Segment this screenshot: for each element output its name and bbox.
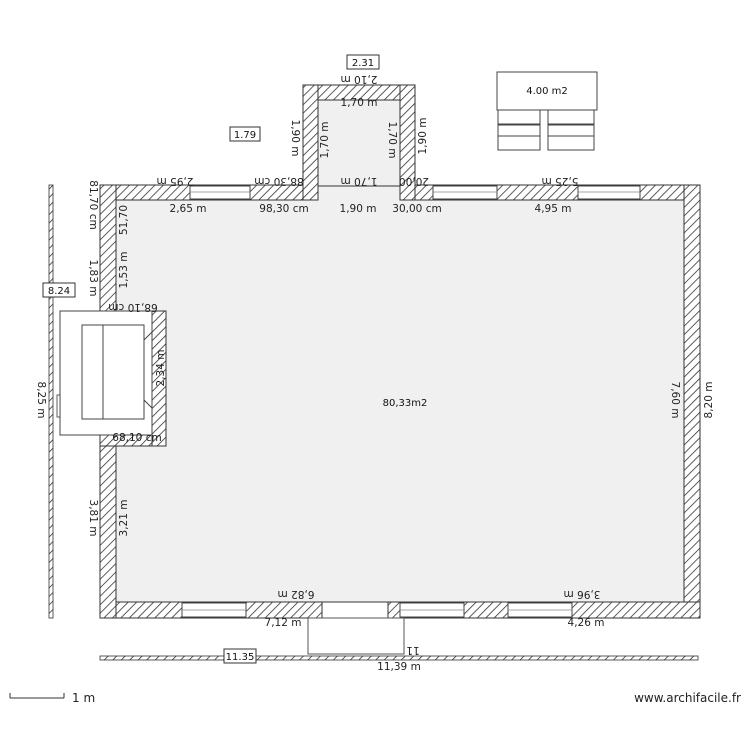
chair-3 [497, 124, 541, 137]
dim-alcove-inner-top: 1,70 m [341, 97, 378, 109]
dim-north-seg2: 88,30 cm [254, 175, 303, 187]
scale-bar [9, 693, 65, 699]
chair-5 [497, 135, 541, 151]
alcove-wall-right [399, 84, 416, 201]
alcove-floor [318, 100, 400, 200]
dim-north-seg4: 5,25 m [542, 175, 579, 187]
dim-alcove-bottom: 1,70 m [341, 175, 378, 187]
dim-inner-seg4: 30,00 cm [392, 203, 441, 215]
dim-inner-seg5: 4,95 m [535, 203, 572, 215]
dim-east-inner: 7,60 m [669, 382, 681, 419]
south-door-opening [321, 601, 389, 619]
side-wall-line [48, 184, 54, 619]
dim-south-outer-left: 7,12 m [265, 617, 302, 629]
dim-north-seg3: 20,00 [399, 175, 429, 187]
dim-niche-bottom: 68,10 cm [112, 432, 161, 444]
window-north-3 [577, 185, 641, 200]
dim-south-inner-left: 6,82 m [278, 588, 315, 600]
niche-cabinet-inner [102, 324, 145, 420]
chair-1 [497, 109, 541, 125]
dim-west-inner-low: 3,21 m [118, 500, 130, 537]
dim-inner-seg2: 98,30 cm [259, 203, 308, 215]
dim-west-outer-low: 3,81 m [87, 500, 99, 537]
chair-2 [547, 109, 595, 125]
west-wall-upper [99, 184, 117, 312]
dim-south-inner-right: 3,96 m [564, 588, 601, 600]
alcove-wall-left [302, 84, 319, 201]
dim-alcove-right-inner: 1,70 m [386, 122, 398, 159]
dim-south-door: 11 [406, 644, 419, 656]
west-wall-lower [99, 437, 117, 619]
scale-label: 1 m [72, 691, 95, 705]
chair-6 [547, 135, 595, 151]
dim-niche-depth: 2,34 m [155, 350, 167, 387]
side-area-box: 8.24 [48, 286, 70, 297]
dim-alcove-left-inner: 1,70 m [319, 122, 331, 159]
bottom-wall-line [99, 655, 699, 661]
main-room-area: 80,33m2 [383, 398, 428, 409]
small-area-box: 1.79 [234, 130, 256, 141]
east-wall [683, 184, 701, 619]
chair-4 [547, 124, 595, 137]
dim-total-width: 11,39 m [377, 661, 421, 673]
dim-inner-seg3: 1,90 m [340, 203, 377, 215]
dim-east-outer: 8,20 m [703, 382, 715, 419]
dim-niche-top: 68,10 cm [108, 301, 157, 313]
dim-inner-seg1: 2,65 m [170, 203, 207, 215]
dim-west-inner-mid: 1,53 m [118, 252, 130, 289]
furniture-group [496, 71, 598, 151]
dim-alcove-right-outer: 1,90 m [417, 118, 429, 155]
window-north-1 [189, 185, 251, 200]
dim-alcove-outer-top: 2,10 m [341, 73, 378, 85]
dim-alcove-left-outer: 1,90 m [289, 120, 301, 157]
bottom-line-area-box: 11.35 [226, 652, 255, 663]
dim-west-inner-top: 51,70 [118, 205, 130, 235]
south-step [307, 617, 405, 655]
alcove-area-box: 2.31 [352, 58, 374, 69]
main-room-floor [116, 200, 684, 602]
dim-west-outer-mid: 1,83 m [87, 260, 99, 297]
furniture-table [496, 71, 598, 111]
furniture-area-label: 4.00 m2 [526, 86, 568, 97]
dim-south-outer-right: 4,26 m [568, 617, 605, 629]
window-north-2 [432, 185, 498, 200]
watermark: www.archifacile.fr [634, 691, 741, 705]
dim-west-outer-top: 81,70 cm [87, 180, 99, 229]
dim-north-seg1: 2,95 m [157, 175, 194, 187]
dim-side-line: 8,25 m [35, 382, 47, 419]
